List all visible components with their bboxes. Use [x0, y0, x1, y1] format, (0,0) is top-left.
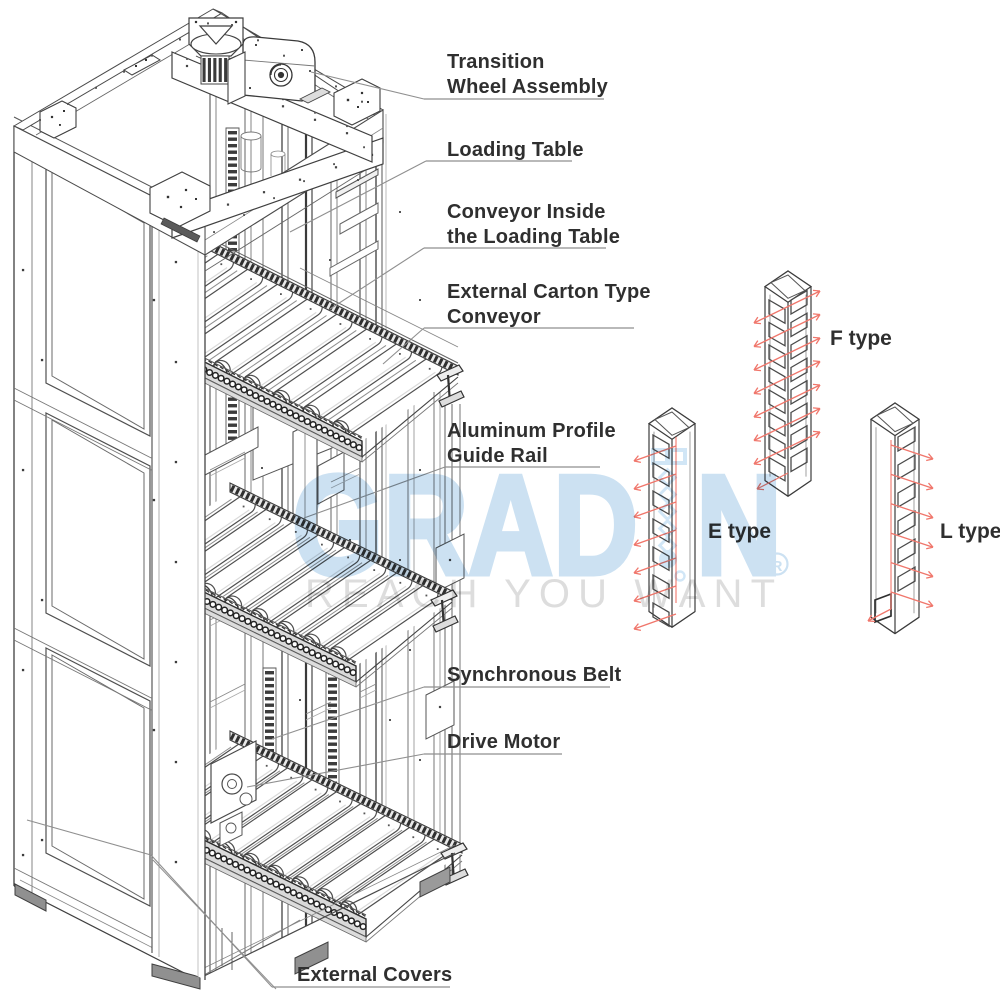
svg-text:Synchronous Belt: Synchronous Belt	[447, 664, 621, 686]
svg-text:Aluminum Profile: Aluminum Profile	[447, 420, 616, 442]
svg-text:REACH YOU WANT: REACH YOU WANT	[305, 572, 775, 616]
svg-text:the Loading Table: the Loading Table	[447, 226, 620, 248]
svg-text:External Covers: External Covers	[297, 964, 452, 986]
svg-text:Conveyor Inside: Conveyor Inside	[447, 201, 606, 223]
svg-text:L type: L type	[940, 520, 1000, 543]
svg-text:Conveyor: Conveyor	[447, 306, 541, 328]
svg-text:Drive Motor: Drive Motor	[447, 731, 560, 753]
svg-text:External Carton Type: External Carton Type	[447, 281, 651, 303]
svg-text:R: R	[772, 558, 783, 575]
svg-text:E type: E type	[708, 520, 771, 543]
svg-text:Loading Table: Loading Table	[447, 139, 584, 161]
svg-text:Transition: Transition	[447, 51, 545, 73]
svg-text:N: N	[696, 446, 782, 605]
svg-text:Guide Rail: Guide Rail	[447, 445, 548, 467]
svg-text:Wheel Assembly: Wheel Assembly	[447, 76, 609, 98]
svg-text:F type: F type	[830, 327, 892, 350]
svg-text:GRAD: GRAD	[292, 446, 638, 605]
